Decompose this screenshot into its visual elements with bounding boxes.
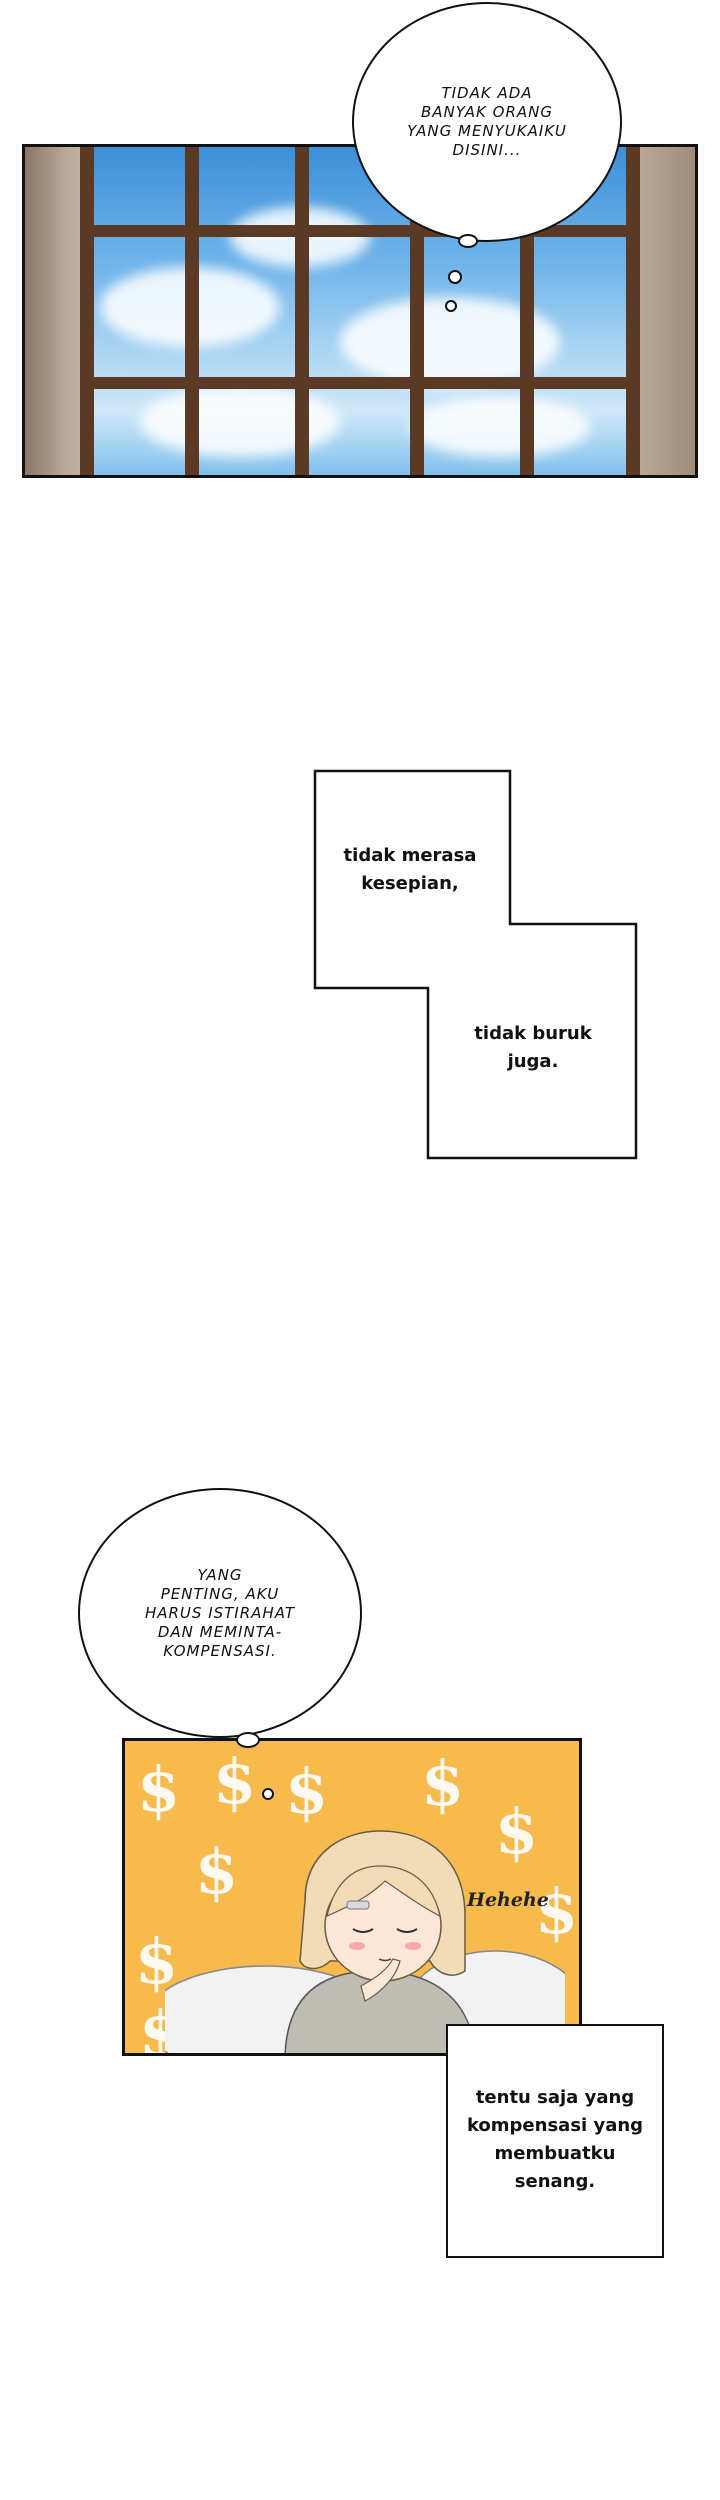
dollar-sign: $ <box>495 1795 539 1868</box>
narration-text-b: tidak buruk juga. <box>474 1023 592 1072</box>
window-panel <box>22 144 698 478</box>
narration-box-2 <box>446 2024 664 2258</box>
sound-effect-text: Hehehe <box>467 1889 549 1911</box>
dollar-panel: $ $ $ $ $ $ $ $ $ $ Hehehe <box>122 1738 582 2056</box>
character-illustration <box>165 1830 565 2053</box>
thought-dot <box>448 270 462 284</box>
thought-bubble-2: YANG PENTING, AKU HARUS ISTIRAHAT DAN ME… <box>78 1488 362 1738</box>
thought-dot <box>262 1788 274 1800</box>
narration-text-c: tentu saja yang kompensasi yang membuatk… <box>466 2087 644 2192</box>
thought-bubble-1: TIDAK ADA BANYAK ORANG YANG MENYUKAIKU D… <box>352 2 622 242</box>
narration-box-stepped <box>313 769 638 1160</box>
thought-bubble-1-text: TIDAK ADA BANYAK ORANG YANG MENYUKAIKU D… <box>407 84 567 159</box>
dollar-sign: $ <box>213 1745 257 1818</box>
thought-dot <box>445 300 457 312</box>
thought-dot <box>236 1732 260 1748</box>
thought-bubble-2-text: YANG PENTING, AKU HARUS ISTIRAHAT DAN ME… <box>144 1565 296 1660</box>
dollar-sign: $ <box>135 1925 179 1998</box>
dollar-sign: $ <box>285 1755 329 1828</box>
dollar-sign: $ <box>195 1835 239 1908</box>
dollar-sign: $ <box>421 1747 465 1820</box>
thought-dot <box>458 234 478 248</box>
narration-text-a: tidak merasa kesepian, <box>343 845 477 894</box>
dollar-sign: $ <box>535 1875 579 1948</box>
dollar-sign: $ <box>137 1753 181 1826</box>
